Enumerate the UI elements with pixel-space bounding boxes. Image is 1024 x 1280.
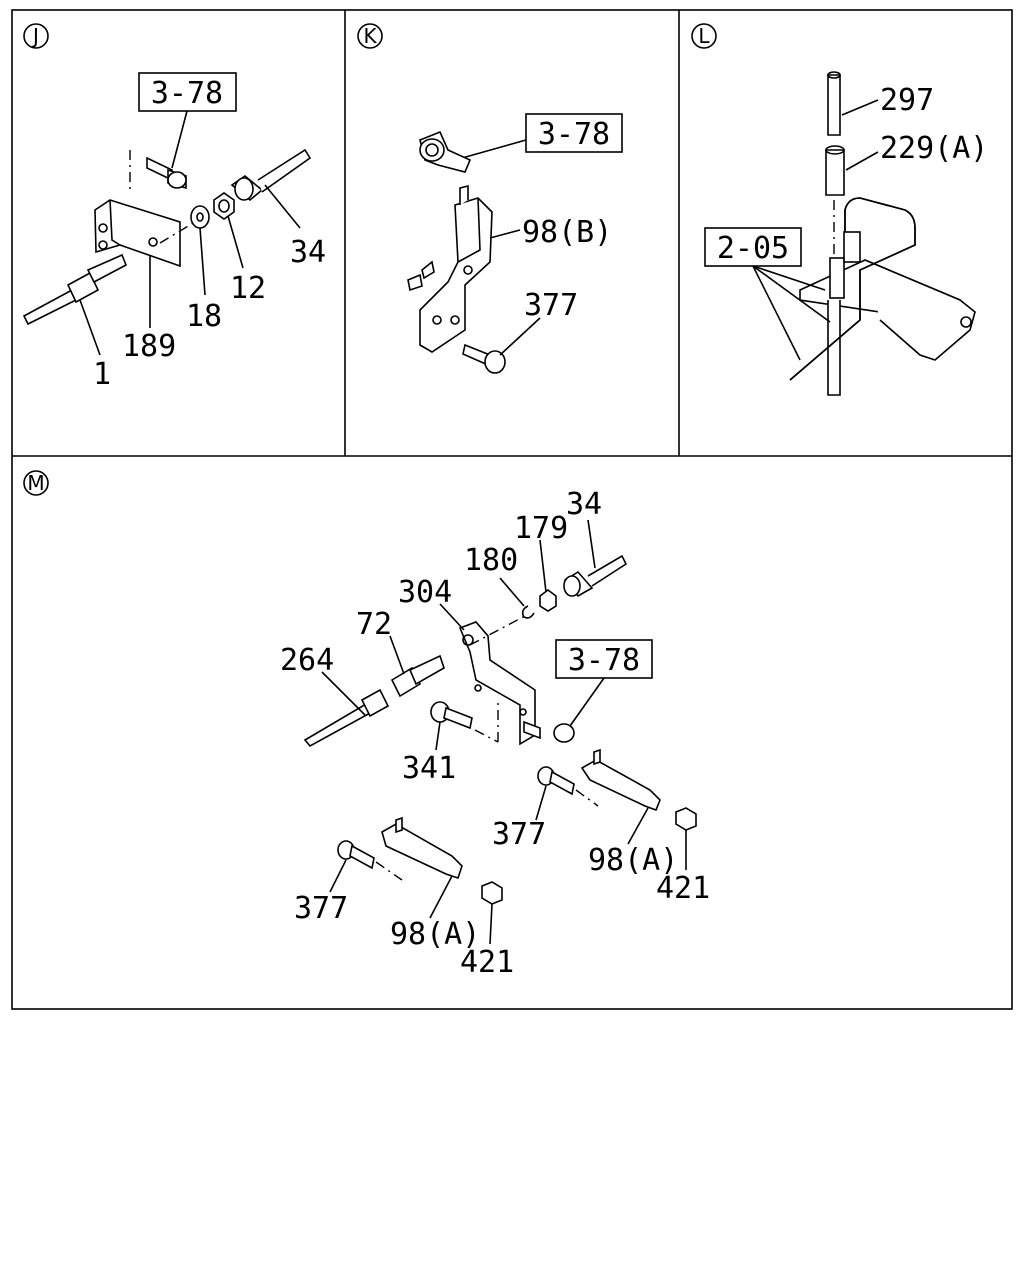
panel-j: J 3-78 [22, 23, 326, 392]
panel-l-ref-box: 2-05 [704, 227, 802, 267]
bolt-341 [430, 701, 473, 730]
pipe-34 [230, 148, 312, 202]
callout-m-341: 341 [402, 751, 456, 786]
callout-m-98a-left: 98(A) [390, 917, 480, 952]
bracket-98b [407, 184, 493, 353]
nut-421-right [675, 807, 697, 831]
callout-k-98b: 98(B) [522, 215, 612, 250]
callout-j-34: 34 [290, 235, 326, 270]
washer-18 [190, 205, 210, 229]
bolt-377-k [462, 343, 506, 374]
fitting-72 [390, 654, 445, 698]
clip-180 [521, 605, 535, 619]
stud-m [523, 720, 541, 740]
svg-text:L: L [698, 24, 710, 48]
callout-j-189: 189 [122, 329, 176, 364]
panel-k-ref-box: 3-78 [525, 113, 623, 153]
panel-j-marker: J [23, 23, 49, 49]
svg-text:K: K [363, 24, 377, 48]
fitting-229a [825, 145, 845, 196]
bolt-377-left [337, 840, 375, 870]
svg-text:3-78: 3-78 [151, 76, 223, 111]
callout-m-304: 304 [398, 575, 452, 610]
svg-text:M: M [27, 471, 44, 495]
svg-text:3-78: 3-78 [538, 117, 610, 152]
bolt-j [146, 156, 187, 190]
callout-m-72: 72 [356, 607, 392, 642]
callout-m-98a-right: 98(A) [588, 843, 678, 878]
panel-k-marker: K [357, 23, 383, 49]
bracket-189 [94, 199, 181, 268]
bolt-377-right [537, 766, 575, 796]
svg-text:2-05: 2-05 [717, 231, 789, 266]
nut-m [553, 723, 575, 743]
pipe-joint [829, 231, 861, 299]
callout-m-34: 34 [566, 487, 602, 522]
panel-m-marker: M [23, 470, 49, 496]
pipe-34-m [563, 554, 628, 598]
nut-179 [539, 589, 557, 612]
panel-j-ref-box: 3-78 [138, 72, 237, 112]
pipe-1 [22, 253, 128, 326]
callout-j-18: 18 [186, 299, 222, 334]
panel-m-ref-box: 3-78 [555, 639, 653, 679]
nut-421-left [481, 881, 503, 905]
callout-m-180: 180 [464, 543, 518, 578]
callout-m-421-right: 421 [656, 871, 710, 906]
callout-j-1: 1 [93, 357, 111, 392]
callout-m-377-left: 377 [294, 891, 348, 926]
tube-297 [827, 71, 841, 136]
callout-k-377: 377 [524, 288, 578, 323]
panel-l-marker: L [691, 23, 717, 49]
pipe-loop [789, 197, 916, 381]
panel-l: L 2-05 [691, 23, 988, 396]
callout-j-12: 12 [230, 271, 266, 306]
panel-frames [11, 9, 1013, 1010]
callout-m-377-right: 377 [492, 817, 546, 852]
callout-m-264: 264 [280, 643, 334, 678]
nut-12 [213, 192, 235, 220]
callout-l-229a: 229(A) [880, 131, 988, 166]
bracket-98a-right [580, 748, 661, 812]
callout-m-421-left: 421 [460, 945, 514, 980]
panel-k: K 3-78 98(B) [357, 23, 623, 374]
svg-text:3-78: 3-78 [568, 643, 640, 678]
panel-m: M [23, 470, 710, 980]
clamp-clip [419, 130, 472, 173]
callout-m-179: 179 [514, 511, 568, 546]
frame-member [799, 259, 976, 396]
bracket-98a-left [381, 816, 463, 880]
pipe-264 [303, 688, 390, 748]
callout-l-297: 297 [880, 83, 934, 118]
svg-text:J: J [31, 24, 39, 48]
